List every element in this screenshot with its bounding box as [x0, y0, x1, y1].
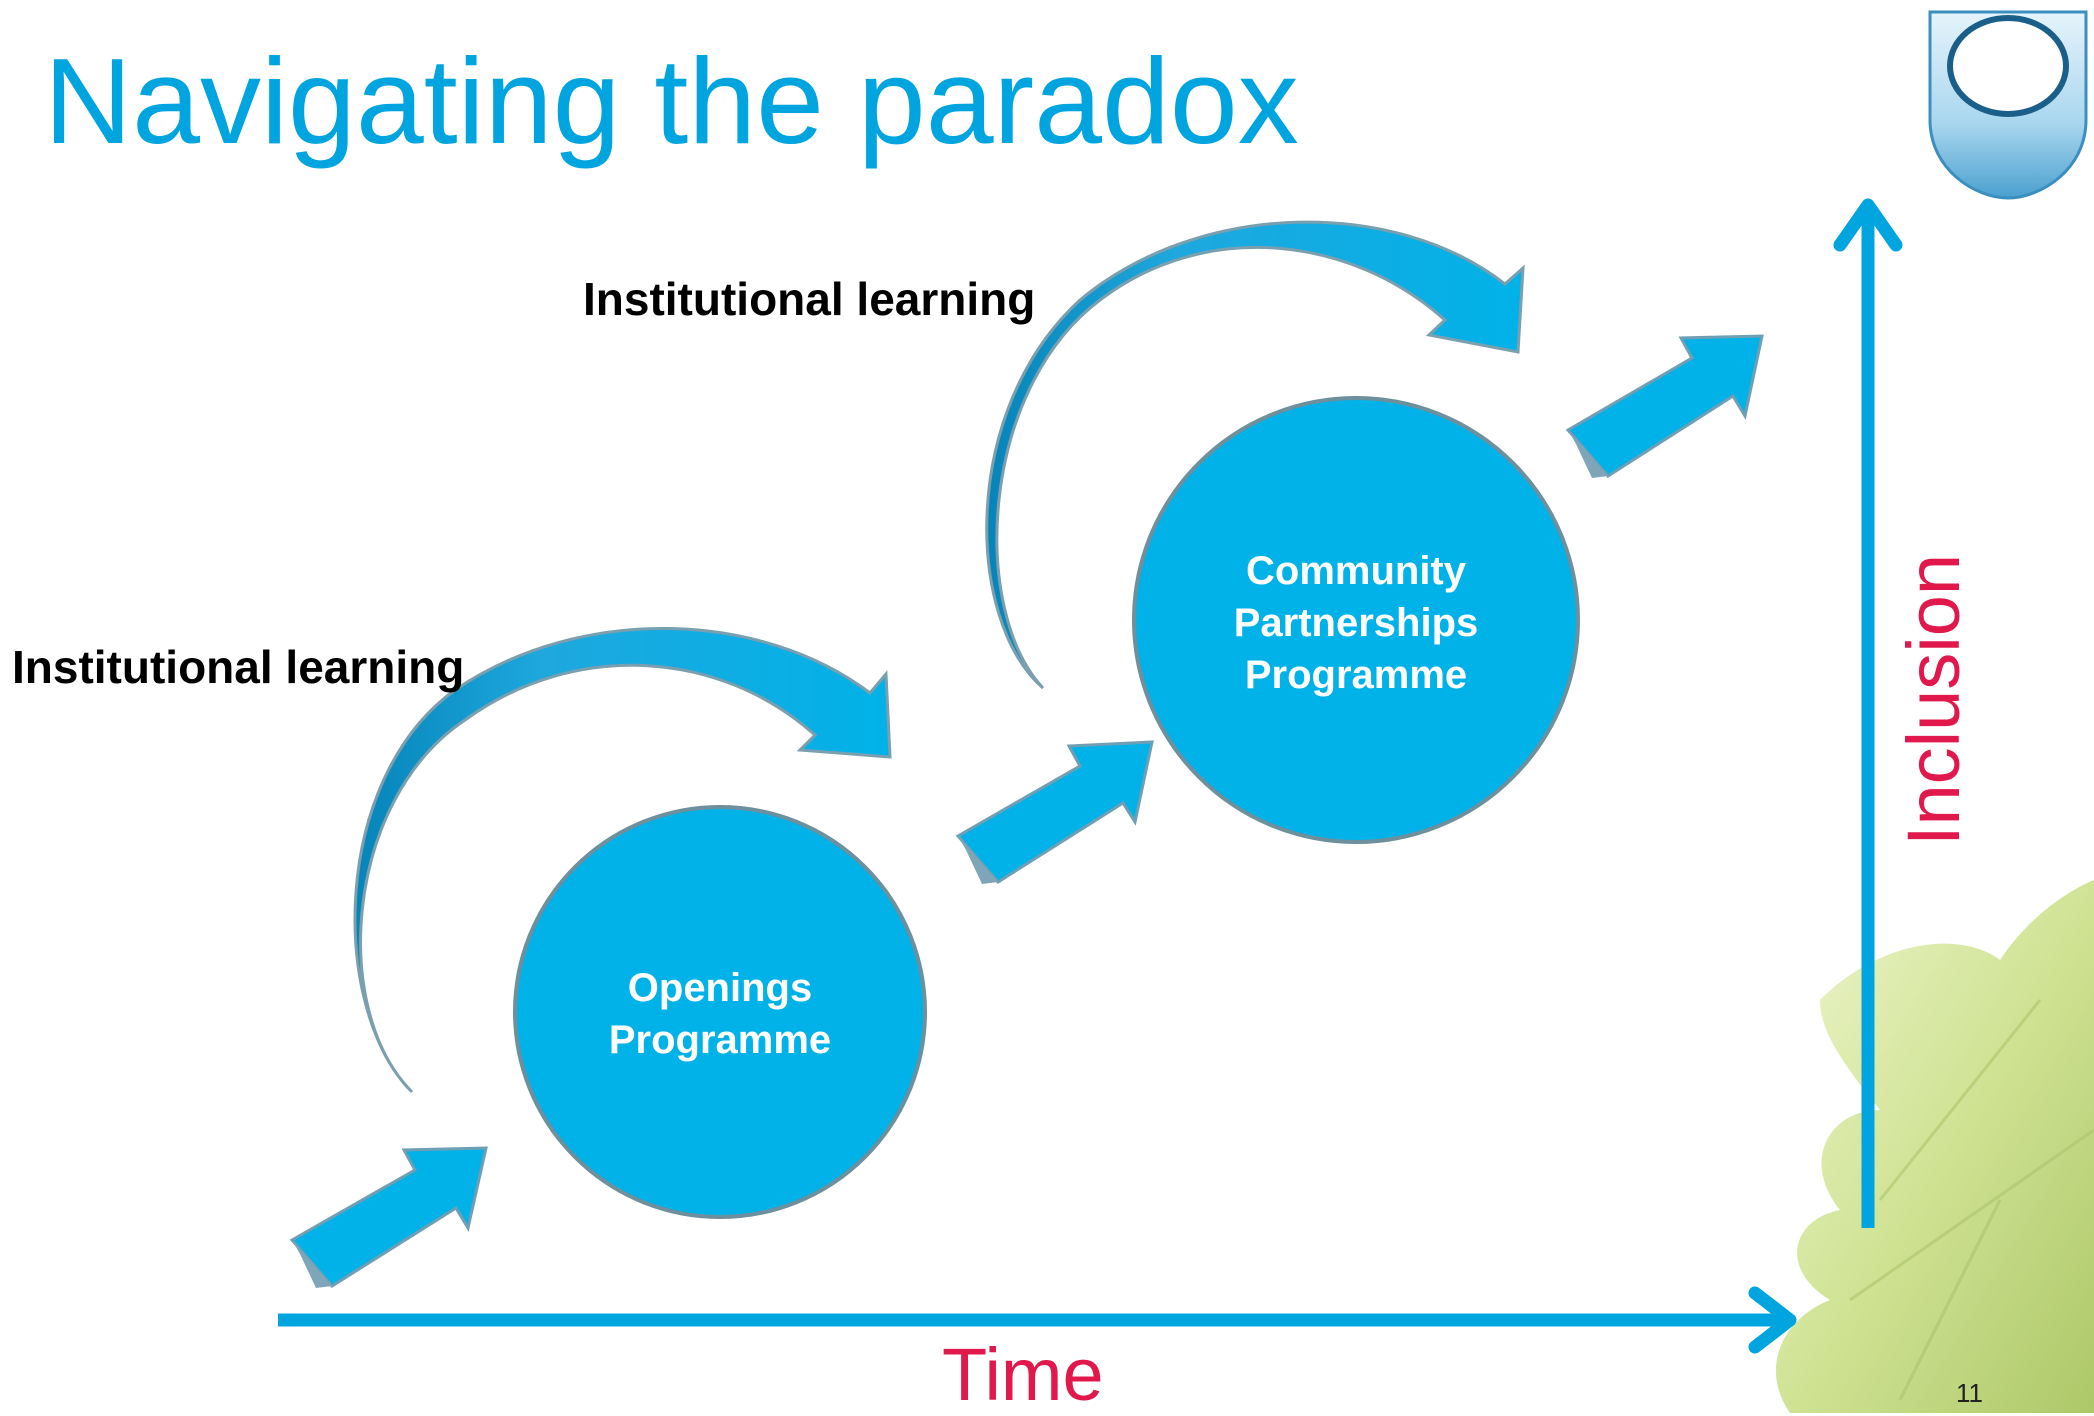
community-partnerships-circle: [1132, 396, 1580, 844]
x-axis-label: Time: [942, 1333, 1104, 1416]
community-partnerships-text: Community Partnerships Programme: [1156, 545, 1556, 701]
block-arrow-3: [1565, 334, 1764, 478]
community-line-1: Community: [1246, 549, 1466, 593]
curved-arrow-2: [985, 220, 1525, 690]
leaf-decoration-icon: [1775, 880, 2094, 1413]
x-axis: [278, 1286, 1797, 1354]
institutional-learning-label-left: Institutional learning: [12, 641, 465, 693]
block-arrow-2: [955, 740, 1154, 884]
institutional-learning-label-top: Institutional learning: [583, 273, 1036, 325]
openings-line-2: Programme: [608, 1018, 832, 1062]
y-axis: [1833, 198, 1903, 1228]
community-line-3: Programme: [1244, 653, 1468, 697]
curved-arrow-1: [353, 627, 892, 1094]
block-arrow-1: [289, 1146, 488, 1288]
page-number: 11: [1956, 1378, 1983, 1408]
community-line-2: Partnerships: [1233, 601, 1479, 645]
y-axis-label: Inclusion: [1892, 553, 1975, 847]
openings-line-1: Openings: [627, 966, 813, 1010]
openings-programme-text: Openings Programme: [520, 962, 920, 1066]
slide-title: Navigating the paradox: [44, 33, 1299, 169]
ou-shield-logo-icon: [1928, 10, 2088, 200]
openings-programme-circle: [513, 805, 927, 1219]
